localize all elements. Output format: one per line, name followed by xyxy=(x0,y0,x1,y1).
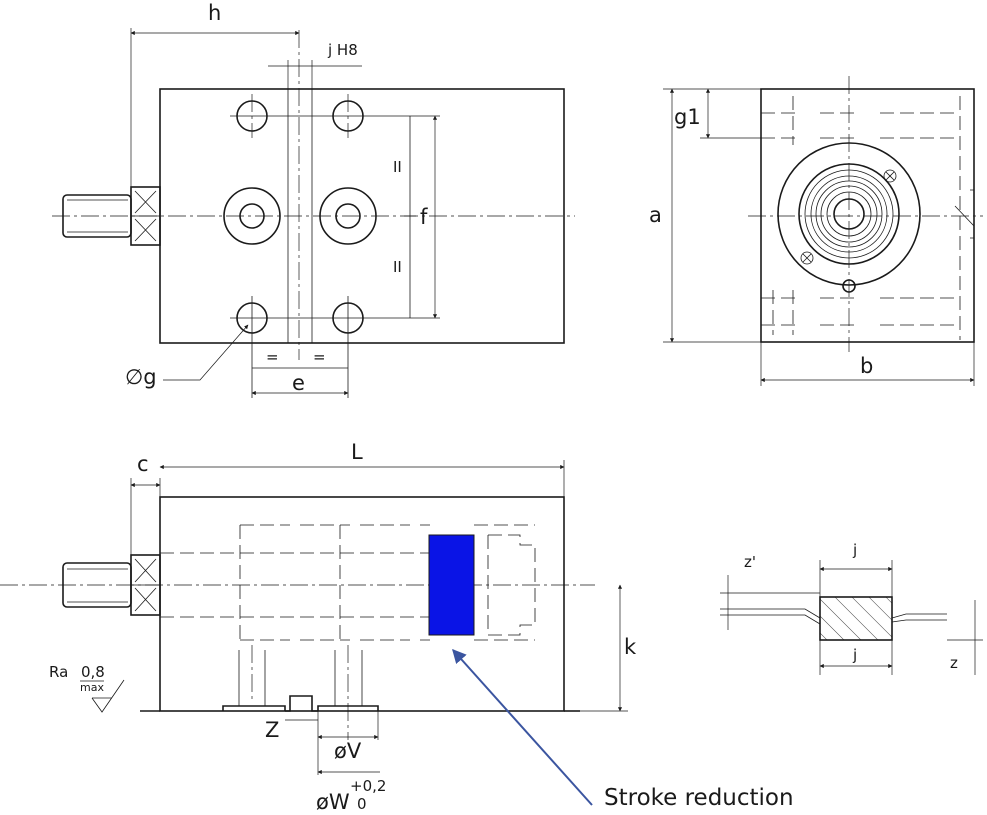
dim-c-label: c xyxy=(137,452,149,476)
stroke-reduction-label: Stroke reduction xyxy=(604,785,794,811)
dim-equal-left: = xyxy=(266,348,279,366)
detail-j-top-label: j xyxy=(852,541,857,559)
flange-pin xyxy=(842,279,856,293)
dim-w-tol-upper: +0,2 xyxy=(350,777,386,795)
dim-b-label: b xyxy=(860,354,873,378)
port-left-outer xyxy=(223,187,281,245)
ra-label: Ra xyxy=(49,663,68,681)
dim-f-label: f xyxy=(420,205,428,229)
side-threaded-fitting xyxy=(62,554,161,616)
top-view: h j H8 f II II = = e ∅g xyxy=(52,1,575,398)
dim-equal-right: = xyxy=(313,348,326,366)
detail-j-bottom-label: j xyxy=(852,646,857,664)
detail-z-prime-label: z' xyxy=(744,553,756,571)
flange-outer xyxy=(777,142,921,286)
dim-l-label: L xyxy=(351,440,363,464)
dim-a-label: a xyxy=(649,203,662,227)
parallel-mark-top: II xyxy=(393,158,402,176)
mounting-holes xyxy=(223,94,440,398)
dim-w-label: øW xyxy=(316,790,350,814)
dim-j-h8-label: j H8 xyxy=(327,41,358,59)
port-left-inner xyxy=(239,203,265,229)
dim-g1-label: g1 xyxy=(674,105,701,129)
bottom-ports xyxy=(222,645,379,740)
dim-w-tol-lower: 0 xyxy=(357,795,367,813)
dim-v-label: øV xyxy=(334,739,362,763)
flange-screw-bottom-left xyxy=(800,251,814,265)
dia-g-label: ∅g xyxy=(125,365,157,389)
port-right-inner xyxy=(335,203,361,229)
port-right-outer xyxy=(319,187,377,245)
end-view: a g1 b xyxy=(649,76,983,386)
detail-block xyxy=(819,596,893,641)
detail-z-label: z xyxy=(950,654,958,672)
dim-e-label: e xyxy=(292,371,305,395)
stroke-reduction-block xyxy=(428,534,475,636)
detail-view: z' j j z xyxy=(720,541,983,675)
dim-k-label: k xyxy=(624,635,637,659)
ra-max: max xyxy=(80,681,104,694)
ra-value: 0,8 xyxy=(81,663,105,681)
flange-bore xyxy=(833,198,865,230)
dim-z-label: Z xyxy=(265,718,279,742)
roughness-symbol: Ra 0,8 max xyxy=(49,663,125,713)
threaded-fitting xyxy=(62,186,161,246)
dia-g-leader xyxy=(163,324,249,381)
stroke-reduction-arrow xyxy=(452,648,593,806)
flange-ring xyxy=(798,163,900,265)
dim-h-label: h xyxy=(208,1,221,25)
side-view: c L k Ra 0,8 max Z øV øW +0,2 0 xyxy=(0,440,637,814)
parallel-mark-bottom: II xyxy=(393,258,402,276)
flange-screw-top-right xyxy=(883,169,897,183)
